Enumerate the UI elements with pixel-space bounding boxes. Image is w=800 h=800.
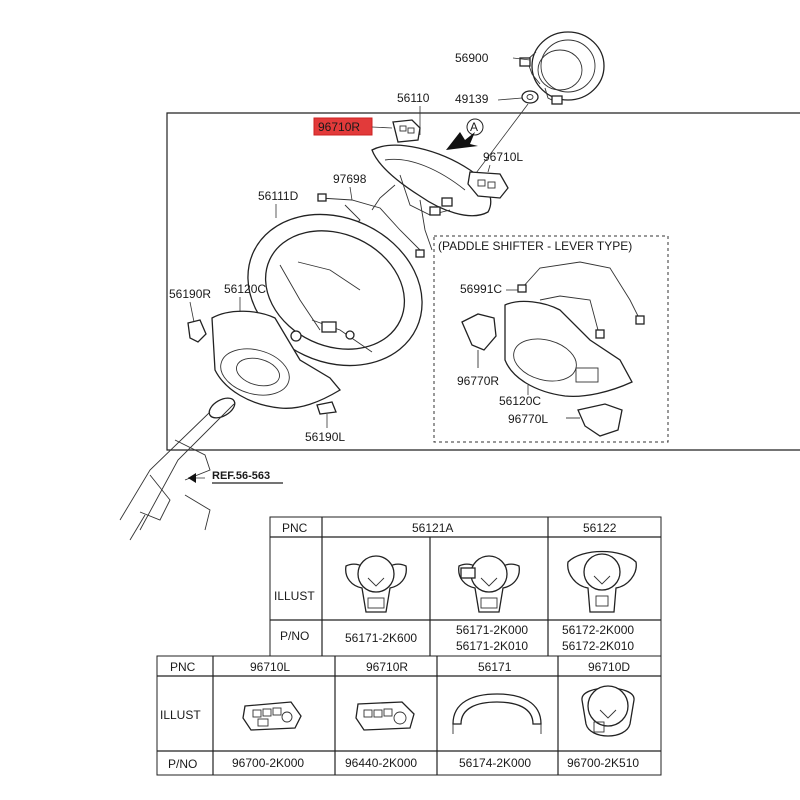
switch-96710R-part [392, 119, 421, 143]
callout-49139: 49139 [455, 92, 489, 106]
table-bottom-pno-96710L: 96700-2K000 [232, 756, 304, 770]
illust-56171-cover [452, 693, 542, 734]
table-bottom-pnc-label: PNC [170, 660, 196, 674]
illust-96710D [581, 685, 635, 737]
table-top-col-56121A: 56121A [412, 521, 453, 535]
callout-56110: 56110 [397, 91, 430, 105]
table-top-pno-1: 56171-2K600 [345, 631, 417, 645]
nut-part [521, 90, 539, 104]
leader-49139 [497, 97, 523, 101]
cover-56190R-part [187, 319, 207, 343]
illust-56172 [567, 550, 637, 613]
cover-56190L-part [316, 401, 337, 415]
table-top-pno-label: P/NO [280, 629, 309, 643]
callout-56111D: 56111D [258, 189, 299, 203]
callout-56120C-inset: 56120C [499, 394, 541, 408]
illust-56171-2K000 [458, 555, 520, 613]
callout-96710L: 96710L [483, 150, 523, 164]
table-top-pno-3: 56171-2K010 [456, 639, 528, 653]
table-bottom-col-96710L: 96710L [250, 660, 290, 674]
table-top-col-56122: 56122 [583, 521, 617, 535]
illust-switch-96710L [242, 701, 302, 731]
leader-96710R [371, 126, 393, 129]
callout-97698: 97698 [333, 172, 367, 186]
inset-title: (PADDLE SHIFTER - LEVER TYPE) [438, 239, 632, 253]
table-top-pno-5: 56172-2K010 [562, 639, 634, 653]
leader-97698 [349, 186, 353, 201]
callout-96710R: 96710R [318, 120, 360, 134]
callout-56991C: 56991C [460, 282, 502, 296]
table-bottom-col-56171: 56171 [478, 660, 512, 674]
table-top-pno-2: 56171-2K000 [456, 623, 528, 637]
paddle-shifter-inset-frame [433, 235, 669, 443]
illust-switch-96710R [355, 701, 415, 731]
steering-wheel-rim-part [247, 213, 423, 367]
lower-cover-56120C-part [211, 310, 341, 409]
callout-56900: 56900 [455, 51, 489, 65]
ref-label: REF.56-563 [212, 470, 270, 482]
table-bottom-col-96710D: 96710D [588, 660, 630, 674]
leader-96710L [487, 164, 491, 173]
callout-56190L: 56190L [305, 430, 345, 444]
table-bottom-col-96710R: 96710R [366, 660, 408, 674]
airbag-module-part [519, 31, 605, 105]
ref-callout: REF.56-563 [188, 470, 283, 484]
leader-56900 [512, 57, 531, 61]
main-frame [166, 112, 800, 451]
callout-56120C: 56120C [224, 282, 266, 296]
illust-56171-2K600 [345, 555, 407, 613]
lower-cover-inset-part [504, 300, 633, 398]
highlight-96710R [313, 117, 373, 136]
switch-96710L-part [467, 171, 509, 199]
paddle-96770L-part [566, 403, 623, 437]
table-bottom-pno-96710R: 96440-2K000 [345, 756, 417, 770]
table-bottom-pno-96710D: 96700-2K510 [567, 756, 639, 770]
steering-column-part [119, 397, 236, 541]
callout-96770R: 96770R [457, 374, 499, 388]
wheel-frame-part [371, 144, 492, 251]
paddle-96770R-part [461, 313, 497, 368]
table-bottom-pno-label: P/NO [168, 757, 197, 771]
callout-96770L: 96770L [508, 412, 548, 426]
table-top-illust-label: ILLUST [274, 589, 315, 603]
callout-56190R: 56190R [169, 287, 211, 301]
view-a-arrow: A [446, 118, 484, 150]
table-top-pno-4: 56172-2K000 [562, 623, 634, 637]
paddle-harness-part [517, 261, 645, 339]
table-top-pnc-label: PNC [282, 521, 308, 535]
table-bottom-pno-56171: 56174-2K000 [459, 756, 531, 770]
leader-56190R [189, 301, 195, 323]
table-bottom-illust-label: ILLUST [160, 708, 201, 722]
view-a-label: A [470, 120, 478, 134]
